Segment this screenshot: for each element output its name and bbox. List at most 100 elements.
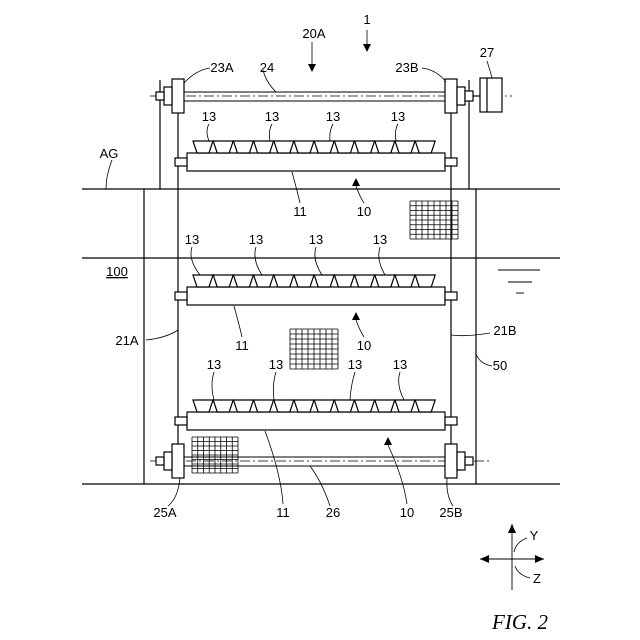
leader-21b bbox=[451, 333, 490, 336]
label-27: 27 bbox=[480, 45, 494, 60]
pot bbox=[355, 400, 375, 412]
pot bbox=[294, 275, 314, 287]
pot-leader bbox=[399, 372, 404, 400]
pot-label: 13 bbox=[348, 357, 362, 372]
bearing-bottom-left-outer bbox=[156, 457, 164, 465]
label-23a: 23A bbox=[210, 60, 233, 75]
pipe-end-left bbox=[175, 417, 187, 425]
sprocket-23b bbox=[445, 79, 457, 113]
axis-z-leader bbox=[515, 566, 530, 578]
axis-y-leader bbox=[514, 538, 527, 552]
axis-right-arrowhead bbox=[535, 555, 544, 563]
tray-1: 131313131110 bbox=[175, 109, 457, 219]
tray-group: 131313131110131313131110131313131110 bbox=[175, 109, 457, 520]
axis-left-arrowhead bbox=[480, 555, 489, 563]
pot bbox=[415, 141, 435, 153]
pot bbox=[213, 400, 233, 412]
pot bbox=[233, 275, 253, 287]
pot-label: 13 bbox=[185, 232, 199, 247]
pot-label: 13 bbox=[249, 232, 263, 247]
tray-2: 13 13 13 13 11 10 bbox=[175, 232, 457, 353]
label-26: 26 bbox=[326, 505, 340, 520]
tray-label: 10 bbox=[400, 505, 414, 520]
tray-arrowhead bbox=[352, 178, 360, 186]
pipe-label: 11 bbox=[235, 338, 249, 353]
label-ag: AG bbox=[100, 146, 119, 161]
pipe-leader bbox=[292, 172, 300, 203]
mesh-pattern bbox=[192, 437, 238, 473]
mesh-pattern bbox=[290, 329, 338, 369]
pot bbox=[254, 275, 274, 287]
pot-label: 13 bbox=[309, 232, 323, 247]
label-25a: 25A bbox=[153, 505, 176, 520]
tray-leader bbox=[388, 445, 407, 504]
pot-label: 13 bbox=[373, 232, 387, 247]
label-21a: 21A bbox=[115, 333, 138, 348]
leader-50 bbox=[476, 354, 492, 366]
tray-3: 131313131110 bbox=[175, 357, 457, 520]
label-23b: 23B bbox=[395, 60, 418, 75]
pipe-end-right bbox=[445, 417, 457, 425]
pot-leader bbox=[315, 247, 322, 275]
pipe-end-left bbox=[175, 292, 187, 300]
arrow-1-head bbox=[363, 44, 371, 52]
sprocket-25a bbox=[172, 444, 184, 478]
motor-27 bbox=[480, 78, 502, 112]
pot bbox=[415, 400, 435, 412]
pot bbox=[375, 275, 395, 287]
pot bbox=[355, 275, 375, 287]
bearing-top-left-outer bbox=[156, 92, 164, 100]
pot-leader bbox=[330, 124, 333, 141]
pipe-label: 11 bbox=[276, 505, 290, 520]
axis-y-arrowhead bbox=[508, 524, 516, 533]
pot-leader bbox=[273, 372, 276, 400]
tray-leader bbox=[356, 320, 364, 337]
pot bbox=[193, 141, 213, 153]
pot-label: 13 bbox=[265, 109, 279, 124]
leader-25b bbox=[447, 478, 453, 506]
leader-27 bbox=[487, 61, 492, 78]
pipe-label: 11 bbox=[293, 204, 307, 219]
pot-leader bbox=[269, 124, 272, 141]
pot bbox=[334, 400, 354, 412]
pot bbox=[314, 400, 334, 412]
pipe-body bbox=[187, 287, 445, 305]
bearing-top-left bbox=[164, 87, 172, 105]
leader-21a bbox=[146, 330, 178, 340]
pot bbox=[334, 275, 354, 287]
tray-arrowhead bbox=[352, 312, 360, 320]
label-50: 50 bbox=[493, 358, 507, 373]
pot bbox=[213, 275, 233, 287]
pot-leader bbox=[379, 247, 385, 275]
pipe-leader bbox=[234, 306, 242, 337]
label-25b: 25B bbox=[439, 505, 462, 520]
leader-23a bbox=[184, 68, 210, 83]
pot bbox=[334, 141, 354, 153]
pot bbox=[274, 275, 294, 287]
leader-26 bbox=[310, 466, 330, 506]
pot bbox=[193, 400, 213, 412]
pot-leader bbox=[207, 124, 209, 141]
pot-label: 13 bbox=[202, 109, 216, 124]
pot bbox=[415, 275, 435, 287]
pot bbox=[213, 141, 233, 153]
pipe-end-left bbox=[175, 158, 187, 166]
pot bbox=[274, 141, 294, 153]
pot bbox=[254, 400, 274, 412]
leader-25a bbox=[168, 478, 180, 506]
pipe-end-right bbox=[445, 158, 457, 166]
pot bbox=[193, 275, 213, 287]
pot-leader bbox=[255, 247, 262, 275]
pot-leader bbox=[191, 247, 200, 275]
pot-leader bbox=[350, 372, 355, 400]
tray-label: 10 bbox=[357, 338, 371, 353]
bearing-top-right bbox=[457, 87, 465, 105]
label-21b: 21B bbox=[493, 323, 516, 338]
pipe-end-right bbox=[445, 292, 457, 300]
sprocket-25b bbox=[445, 444, 457, 478]
tray-arrowhead bbox=[384, 437, 392, 445]
pot bbox=[375, 400, 395, 412]
pot-leader bbox=[212, 372, 214, 400]
arrow-20a-head bbox=[308, 64, 316, 72]
